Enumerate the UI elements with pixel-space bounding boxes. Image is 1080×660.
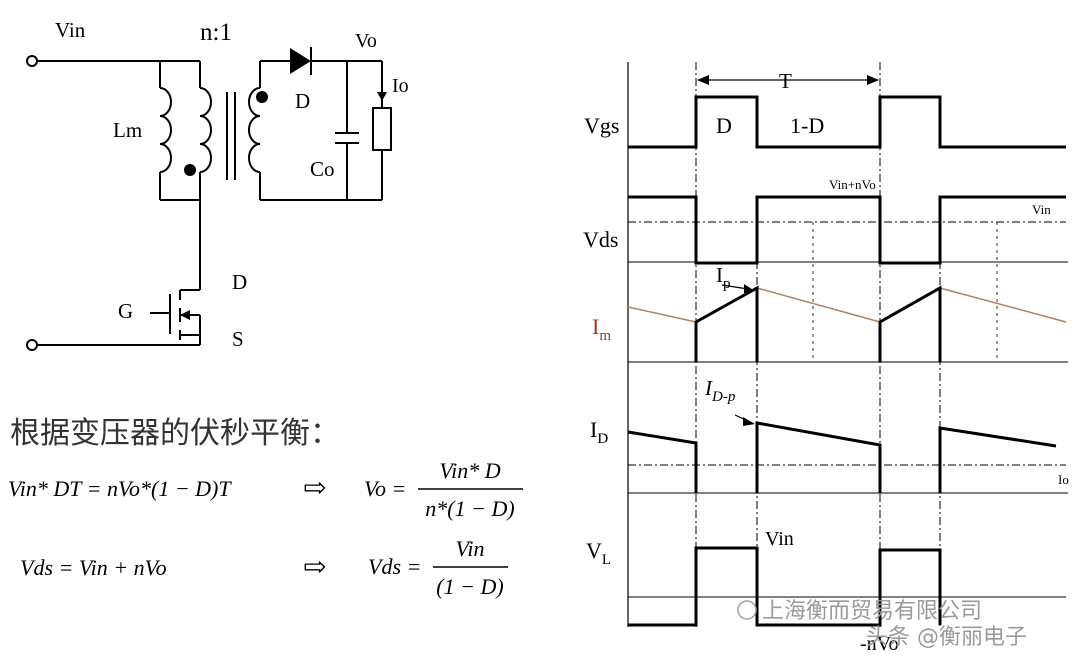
vds-waveform [628, 195, 1066, 265]
vin-terminal [26, 55, 38, 67]
flyback-circuit [26, 55, 392, 351]
ratio-label: n:1 [200, 19, 232, 46]
eq1-result-lhs: Vo = [364, 476, 406, 501]
implies-arrow-1: ⇨ [303, 473, 326, 504]
idp-label: ID-p [704, 376, 736, 405]
secondary-winding [248, 87, 261, 173]
circuit-fills [180, 47, 387, 320]
vds-level-label: Vin [1032, 202, 1051, 217]
ip-label: Ip [716, 263, 731, 292]
wechat-icon [737, 600, 757, 620]
eq2-left: Vds = Vin + nVo [20, 555, 167, 580]
eq1-left: Vin* DT = nVo*(1 − D)T [8, 476, 232, 501]
vl-low-label: -nVo [860, 633, 899, 655]
id-label: ID [590, 417, 608, 447]
vgs-waveform [628, 95, 1066, 149]
eq2-result-lhs: Vds = [368, 554, 421, 579]
vl-waveform [628, 546, 942, 627]
mosfet-switch [150, 289, 201, 345]
watermark-handle: 头条 @衡丽电子 [866, 625, 1027, 650]
io-label: Io [392, 75, 409, 97]
vgs-label: Vgs [584, 113, 619, 138]
vds-peak-label: Vin+nVo [829, 177, 876, 192]
duty-label: D [716, 113, 732, 138]
vl-label: VL [586, 538, 611, 568]
equation-1: Vin* DT = nVo*(1 − D)T ⇨ Vo = Vin* D n*(… [8, 458, 523, 521]
vl-high-label: Vin [765, 528, 794, 550]
vds-label: Vds [583, 227, 618, 252]
eq2-denominator: (1 − D) [436, 574, 503, 599]
gnd-terminal [26, 339, 38, 351]
id-waveform [627, 430, 698, 493]
eq1-denominator: n*(1 − D) [425, 496, 514, 521]
vo-label: Vo [355, 30, 377, 52]
watermark-company: 上海衡而贸易有限公司 [762, 599, 982, 624]
mosfet-arrow [180, 310, 190, 320]
period-label: T [779, 69, 792, 93]
io-arrow [377, 92, 387, 101]
drain-label: D [232, 270, 247, 294]
implies-arrow-2: ⇨ [303, 552, 326, 583]
im-switch-current [694, 285, 759, 362]
eq1-numerator: Vin* D [439, 458, 500, 483]
lm-inductor [159, 87, 172, 173]
im-label: Im [592, 314, 611, 344]
diode-label: D [295, 89, 310, 113]
vin-label: Vin [55, 18, 86, 42]
period-marker [697, 75, 879, 85]
volt-second-heading: 根据变压器的伏秒平衡： [10, 416, 340, 451]
source-label: S [232, 327, 244, 351]
waveform-panel [627, 62, 1068, 627]
co-label: Co [310, 157, 335, 181]
load-resistor [372, 107, 392, 151]
diode-symbol [290, 48, 311, 74]
watermark: 上海衡而贸易有限公司 头条 @衡丽电子 [737, 599, 1027, 650]
secondary-dot [256, 91, 268, 103]
primary-dot [184, 164, 196, 176]
one-minus-duty-label: 1-D [790, 113, 824, 138]
eq2-numerator: Vin [456, 536, 485, 561]
gate-label: G [118, 299, 133, 323]
io-level-label: Io [1058, 472, 1069, 487]
primary-winding [199, 87, 212, 173]
lm-label: Lm [113, 118, 142, 142]
equation-2: Vds = Vin + nVo ⇨ Vds = Vin (1 − D) [20, 536, 508, 599]
